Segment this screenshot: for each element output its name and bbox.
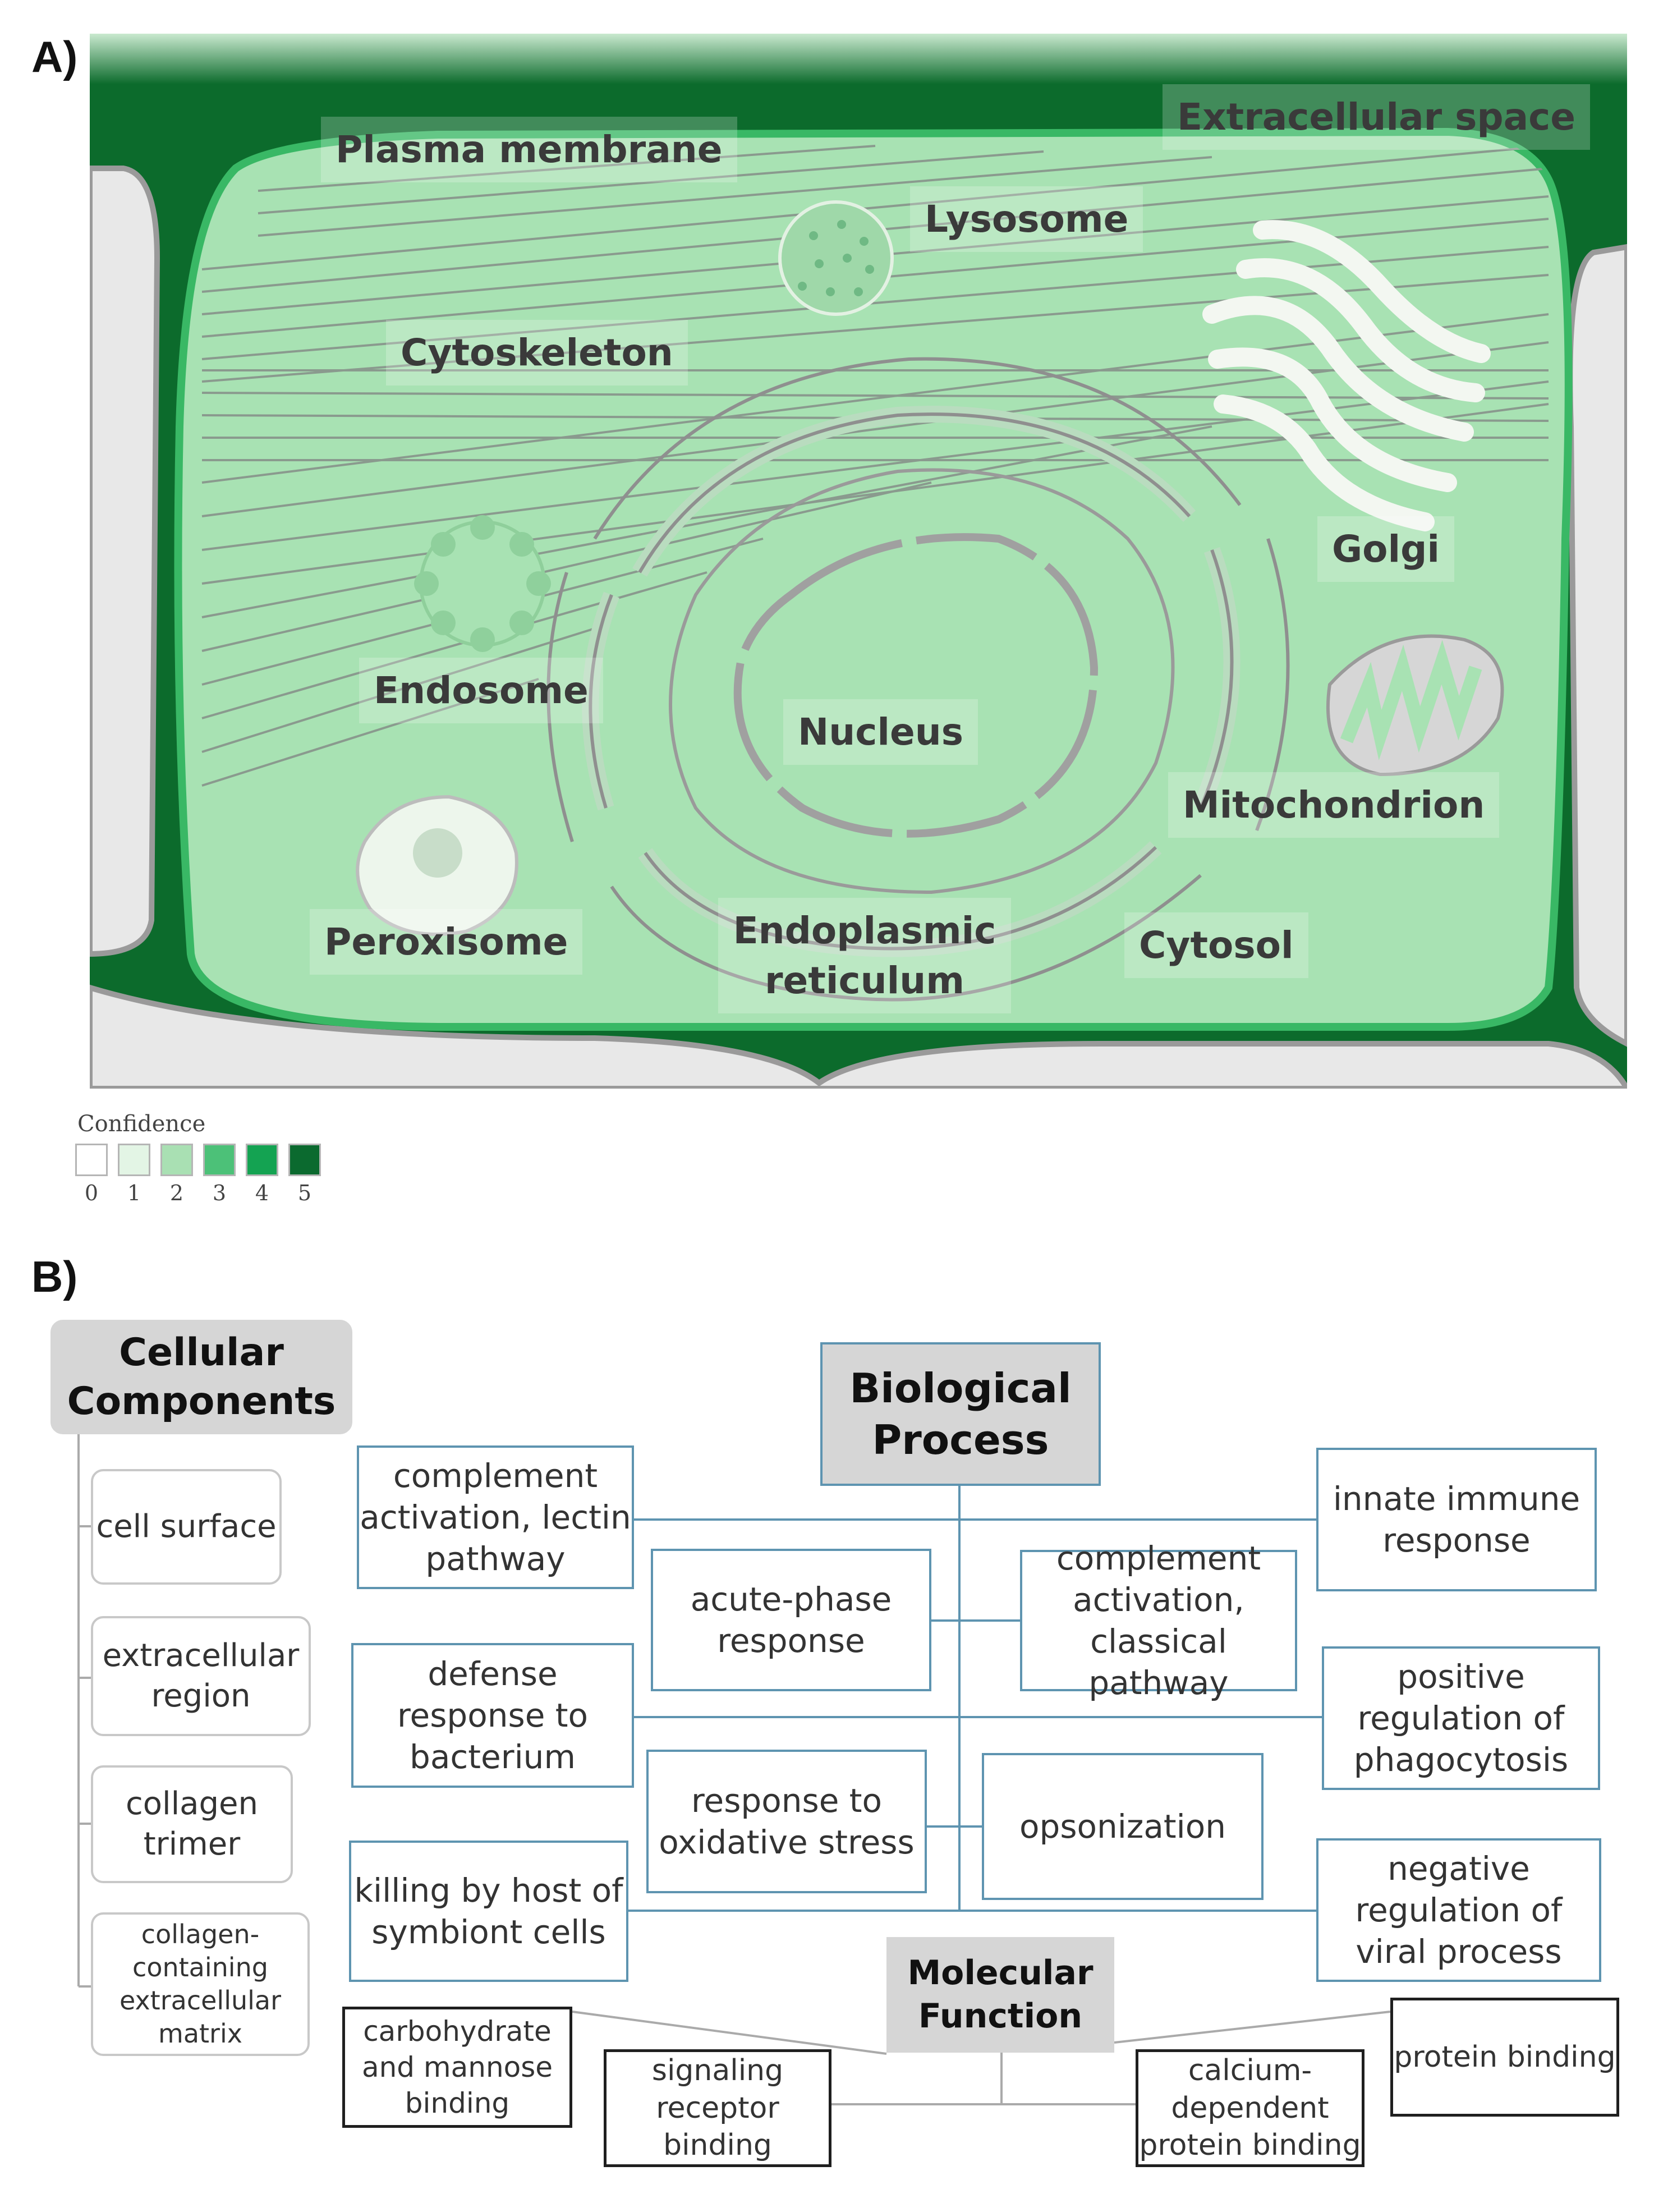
biological-process-header: Biological Process: [820, 1342, 1101, 1486]
mitochondrion-shape: [1326, 634, 1504, 777]
bp-item-complement-lectin: complement activation, lectin pathway: [357, 1445, 634, 1589]
bp-item-acute-phase: acute-phase response: [651, 1549, 931, 1691]
cc-item-extracellular-region: extracellular region: [91, 1616, 311, 1736]
bp-item-defense-bacterium: defense response to bacterium: [351, 1643, 634, 1788]
mf-tree-lines: [572, 2011, 1391, 2105]
legend-value-4: 4: [255, 1181, 269, 1205]
label-extracellular-space: Extracellular space: [1163, 84, 1591, 150]
panel-a-label: A): [31, 32, 78, 81]
lysosome-shape: [778, 200, 894, 316]
mf-item-protein: protein binding: [1390, 1998, 1619, 2117]
molecular-function-header: Molecular Function: [886, 1937, 1114, 2053]
legend-value-1: 1: [127, 1181, 141, 1205]
confidence-legend: Confidence 0 1 2 3 4 5: [75, 1107, 333, 1219]
legend-swatch-1: [118, 1144, 150, 1176]
label-peroxisome: Peroxisome: [310, 909, 583, 975]
neighbor-cell-left: [87, 166, 160, 957]
cell-illustration: [87, 34, 1632, 1091]
cc-item-collagen-trimer: collagen trimer: [91, 1765, 293, 1883]
panel-b-label: B): [31, 1252, 78, 1301]
bp-item-innate-immune: innate immune response: [1316, 1448, 1597, 1591]
nucleus-shape: [733, 533, 1099, 838]
label-nucleus: Nucleus: [783, 699, 978, 765]
label-cytosol: Cytosol: [1124, 912, 1308, 979]
bp-item-complement-classical: complement activation, classical pathway: [1020, 1539, 1297, 1702]
label-cytoskeleton: Cytoskeleton: [386, 320, 688, 386]
mf-item-calcium: calcium-dependent protein binding: [1136, 2049, 1364, 2167]
legend-swatch-3: [203, 1144, 236, 1176]
label-lysosome: Lysosome: [910, 186, 1143, 253]
cellular-components-header: Cellular Components: [50, 1320, 352, 1434]
legend-swatch-0: [75, 1144, 108, 1176]
legend-value-5: 5: [297, 1181, 312, 1205]
mf-item-carbohydrate: carbohydrate and mannose binding: [342, 2007, 572, 2128]
label-mitochondrion: Mitochondrion: [1168, 772, 1500, 838]
legend-value-0: 0: [84, 1181, 99, 1205]
label-endosome: Endosome: [359, 658, 603, 724]
label-plasma-membrane: Plasma membrane: [321, 117, 737, 183]
cc-tree-lines: [77, 1434, 91, 1988]
legend-value-3: 3: [212, 1181, 227, 1205]
extracellular-top-fade: [90, 34, 1627, 84]
bp-item-viral-process: negative regulation of viral process: [1316, 1838, 1601, 1982]
golgi-shape: [1202, 220, 1491, 531]
cc-item-cell-surface: cell surface: [91, 1469, 282, 1585]
legend-swatch-5: [288, 1144, 321, 1176]
cell-diagram: Plasma membrane Extracellular space Lyso…: [87, 34, 1632, 1091]
label-endoplasmic-reticulum: Endoplasmic reticulum: [718, 898, 1011, 1014]
bp-item-killing-symbiont: killing by host of symbiont cells: [349, 1841, 628, 1982]
endosome-shape: [414, 515, 551, 652]
bp-item-opsonization: opsonization: [982, 1753, 1264, 1900]
bp-item-phagocytosis: positive regulation of phagocytosis: [1322, 1646, 1600, 1790]
confidence-legend-title: Confidence: [77, 1111, 206, 1137]
label-golgi: Golgi: [1317, 516, 1455, 582]
cc-item-collagen-matrix: collagen-containing extracellular matrix: [91, 1912, 310, 2056]
neighbor-cell-bottom: [87, 984, 1632, 1091]
mf-item-signaling: signaling receptor binding: [604, 2049, 831, 2167]
bp-item-oxidative-stress: response to oxidative stress: [646, 1750, 927, 1893]
legend-value-2: 2: [169, 1181, 184, 1205]
bp-tree-lines: [628, 1486, 1322, 1912]
peroxisome-shape: [356, 795, 518, 936]
legend-swatch-2: [160, 1144, 193, 1176]
er-outlines: [546, 357, 1290, 1002]
legend-swatch-4: [246, 1144, 278, 1176]
